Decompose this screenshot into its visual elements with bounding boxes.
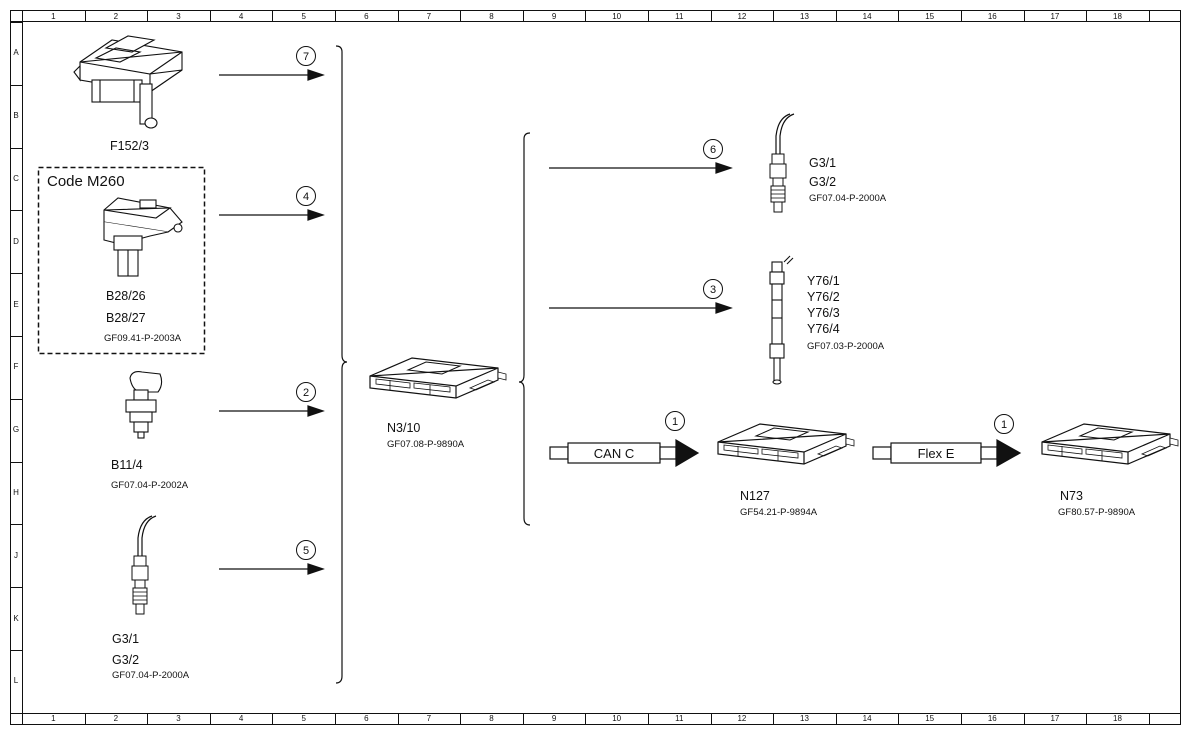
y76-4-label: Y76/4 [807,322,840,336]
g3-right-ref: GF07.04-P-2000A [809,193,887,204]
y76-2-label: Y76/2 [807,290,840,304]
signal-7-marker: 7 [296,46,316,66]
n127-ref: GF54.21-P-9894A [740,507,818,518]
signal-6-marker: 6 [703,139,723,159]
can-c-bus [549,438,700,468]
ruler-left-letter: G [12,425,20,435]
ruler-left-letter: A [13,48,19,58]
ruler-bottom-number: 8 [489,714,494,723]
ruler-left-letter: K [13,613,19,623]
ruler-bottom-number: 12 [737,714,747,723]
n3-10-label: N3/10 [387,421,421,435]
ruler-bottom-number: 3 [176,714,181,723]
n127-ecu-drawing [717,423,855,465]
ruler-left-letter: J [14,550,18,560]
ruler-left-letter: L [13,676,19,686]
ruler-top-number: 18 [1113,12,1122,21]
ruler-top-number: 16 [987,12,997,21]
b11-4-label: B11/4 [111,458,143,472]
ruler-bottom-number: 17 [1050,714,1060,723]
f152-3-label: F152/3 [110,139,149,153]
ruler-bottom-number: 2 [113,714,119,723]
n3-10-ref: GF07.08-P-9890A [387,439,465,450]
ruler-bottom-number: 9 [551,714,557,723]
ruler-top-number: 6 [364,12,369,21]
g3-right-probe-drawing [769,113,795,213]
ruler-ticks [11,11,1150,724]
g3-1-right-label: G3/1 [809,156,837,170]
ruler-bottom-number: 15 [925,714,935,723]
code-m260-box [37,166,206,355]
ruler-top-number: 14 [862,12,872,21]
ruler-left-letter: F [13,362,19,372]
b28-ref: GF09.41-P-2003A [104,333,182,344]
b28-27-label: B28/27 [106,311,146,325]
flex-e-bus [872,438,1022,468]
ruler-bottom-number: 14 [862,714,872,723]
ruler-bottom-number: 6 [364,714,369,723]
ruler-bottom-number: 16 [987,714,997,723]
y76-injector-drawing [769,255,794,385]
g3-left-ref: GF07.04-P-2000A [112,670,190,681]
signal-1-can-marker: 1 [665,411,685,431]
flex-e-label: Flex E [917,446,955,461]
ruler-bottom-number: 4 [238,714,244,723]
n3-10-ecu-drawing [369,357,507,399]
ruler-top-number: 9 [551,12,557,21]
n73-label: N73 [1060,489,1083,503]
ruler-left-letter: C [13,174,19,183]
ruler-bottom-number: 5 [301,714,306,723]
signal-2-marker: 2 [296,382,316,402]
g3-left-probe-drawing [131,515,157,615]
g3-1-left-label: G3/1 [112,632,140,646]
ruler-top-number: 4 [238,12,244,21]
y76-ref: GF07.03-P-2000A [807,341,885,352]
ruler-top-number: 1 [51,12,56,21]
signal-4-marker: 4 [296,186,316,206]
b11-4-sensor-drawing [125,371,163,439]
ruler-left-letter: E [13,299,19,309]
ruler-top-number: 10 [612,12,622,21]
signal-1-flex-marker: 1 [994,414,1014,434]
ruler-top-number: 13 [800,12,809,21]
ruler-top-number: 5 [301,12,306,21]
ruler-top-number: 7 [426,12,432,21]
ruler-top-number: 17 [1050,12,1060,21]
ruler-top-number: 12 [737,12,747,21]
g3-2-left-label: G3/2 [112,653,140,667]
ruler-left-letter: D [13,236,19,246]
right-bracket [518,132,531,526]
g3-2-right-label: G3/2 [809,175,837,189]
n73-ref: GF80.57-P-9890A [1058,507,1136,518]
signal-5-marker: 5 [296,540,316,560]
y76-1-label: Y76/1 [807,274,840,288]
ruler-top-number: 11 [675,12,684,21]
b28-sensor-drawing [103,197,183,277]
ruler-top-number: 8 [489,12,494,21]
f152-3-drawing [73,35,183,129]
ruler-bottom-number: 11 [675,714,684,723]
ruler-left-letter: H [13,488,19,497]
code-m260-label: Code M260 [47,173,125,190]
ruler-bottom-number: 1 [51,714,56,723]
left-bracket [335,45,348,684]
n127-label: N127 [740,489,770,503]
b28-26-label: B28/26 [106,289,146,303]
y76-3-label: Y76/3 [807,306,840,320]
ruler-bottom-number: 7 [426,714,432,723]
n73-ecu-drawing [1041,423,1179,465]
can-c-label: CAN C [593,446,635,461]
ruler-top-number: 15 [925,12,935,21]
ruler-bottom-number: 13 [800,714,809,723]
signal-3-marker: 3 [703,279,723,299]
ruler-bottom-number: 18 [1113,714,1122,723]
b11-4-ref: GF07.04-P-2002A [111,480,189,491]
ruler-top-number: 3 [176,12,181,21]
ruler-bottom-number: 10 [612,714,622,723]
ruler-left-letter: B [13,111,19,121]
ruler-top-number: 2 [113,12,119,21]
